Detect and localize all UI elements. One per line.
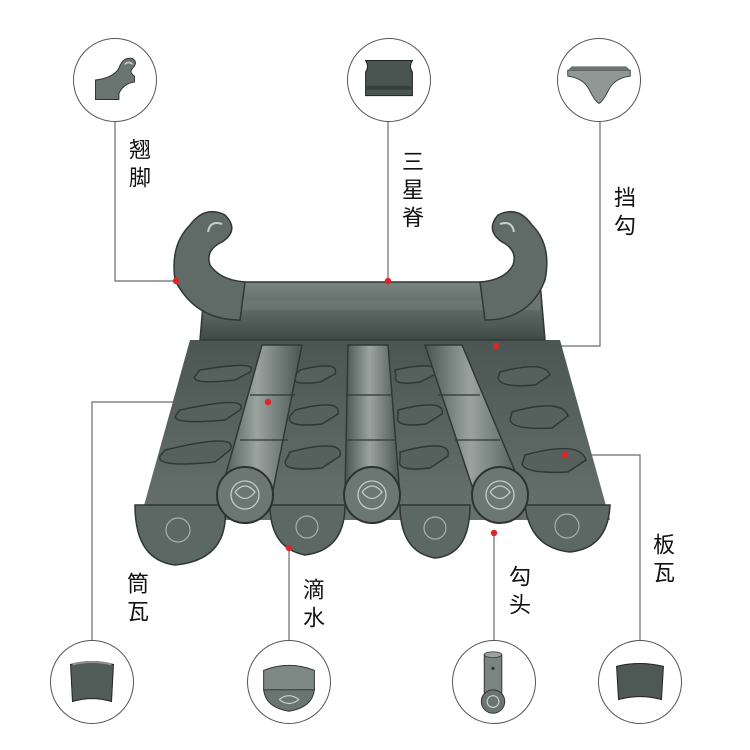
label-banwa: 板瓦	[649, 533, 674, 589]
label-sanxingji: 三星脊	[398, 150, 423, 234]
flat-tile-courses	[158, 364, 587, 474]
thumb-goutou	[452, 640, 536, 724]
marker-goutou	[490, 529, 498, 537]
thumb-sanxingji	[347, 38, 431, 122]
thumb-danggou	[557, 38, 641, 122]
label-qiaojiao: 翘脚	[125, 138, 150, 194]
marker-banwa	[561, 451, 569, 459]
label-tongwa: 筒瓦	[123, 572, 148, 628]
roof-model	[134, 210, 611, 566]
flat-tile-icon	[616, 662, 664, 701]
upturned-eave-ornament-icon	[94, 57, 136, 101]
ridge	[199, 281, 546, 341]
eave-end-caps	[216, 466, 529, 524]
eave-end-tile-icon	[480, 651, 506, 714]
stop-hook-tile-icon	[567, 66, 631, 104]
drip-tile-band	[134, 504, 227, 566]
marker-dishui	[285, 544, 293, 552]
marker-tongwa	[264, 398, 272, 406]
cylinder-tile-icon	[70, 661, 114, 703]
label-danggou: 挡勾	[610, 186, 635, 242]
marker-qiaojiao	[172, 277, 180, 285]
right-upturned-end	[479, 210, 548, 321]
callout-line-qiaojiao	[114, 122, 176, 282]
thumb-banwa	[598, 640, 682, 724]
left-upturned-end	[173, 210, 246, 321]
thumb-tongwa	[50, 640, 134, 724]
label-dishui: 滴水	[299, 578, 324, 634]
thumb-dishui	[247, 640, 331, 724]
label-goutou: 勾头	[505, 565, 530, 621]
marker-sanxingji	[384, 277, 392, 285]
thumb-qiaojiao	[73, 38, 157, 122]
ridge-tile-icon	[364, 59, 414, 97]
marker-danggou	[492, 342, 500, 350]
drip-tile-icon	[263, 664, 315, 712]
markers	[172, 277, 569, 552]
cylinder-tiles	[216, 344, 529, 524]
